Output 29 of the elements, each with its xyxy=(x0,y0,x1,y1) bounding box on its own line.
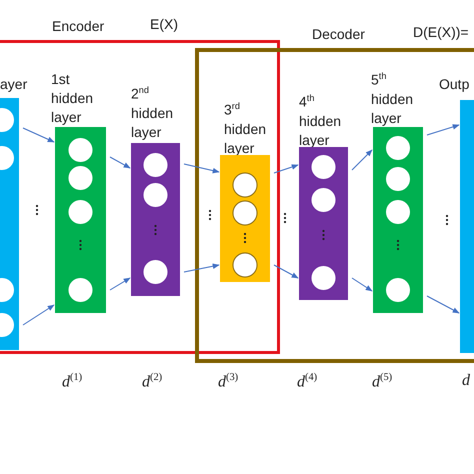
arrow xyxy=(274,164,299,174)
layer-label: ayer xyxy=(0,75,28,94)
arrow xyxy=(274,264,299,278)
arrow xyxy=(352,278,373,292)
layer-label: 1st hidden layer xyxy=(51,70,94,127)
layer-label: Outp xyxy=(439,75,470,94)
function-label: D(E(X))= xyxy=(413,23,469,42)
arrow xyxy=(110,156,131,168)
dimension-label: d xyxy=(462,372,470,390)
layer-label: 5$^{th}$ hidden layer xyxy=(371,70,414,128)
layer-label: 2$^{nd}$ hidden layer xyxy=(131,84,174,142)
layer-label: 3$^{rd}$ hidden layer xyxy=(224,100,268,158)
arrow xyxy=(426,124,460,136)
arrow xyxy=(426,296,460,314)
dimension-label: d$^{(5)}$ xyxy=(372,372,392,392)
function-label: E(X) xyxy=(150,15,178,34)
dimension-label: d$^{(2)}$ xyxy=(142,372,162,392)
group-title: Encoder xyxy=(52,17,104,36)
layer-label: 4$^{th}$ hidden layer xyxy=(299,92,342,150)
arrow xyxy=(184,164,220,174)
arrow xyxy=(22,128,55,142)
group-title: Decoder xyxy=(312,25,365,44)
dimension-label: d$^{(1)}$ xyxy=(62,372,82,392)
arrow xyxy=(352,150,372,170)
dimension-label: d$^{(3)}$ xyxy=(218,372,238,392)
dimension-label: d$^{(4)}$ xyxy=(297,372,318,392)
arrow xyxy=(110,278,131,290)
arrow xyxy=(184,264,220,272)
arrow xyxy=(22,304,55,326)
